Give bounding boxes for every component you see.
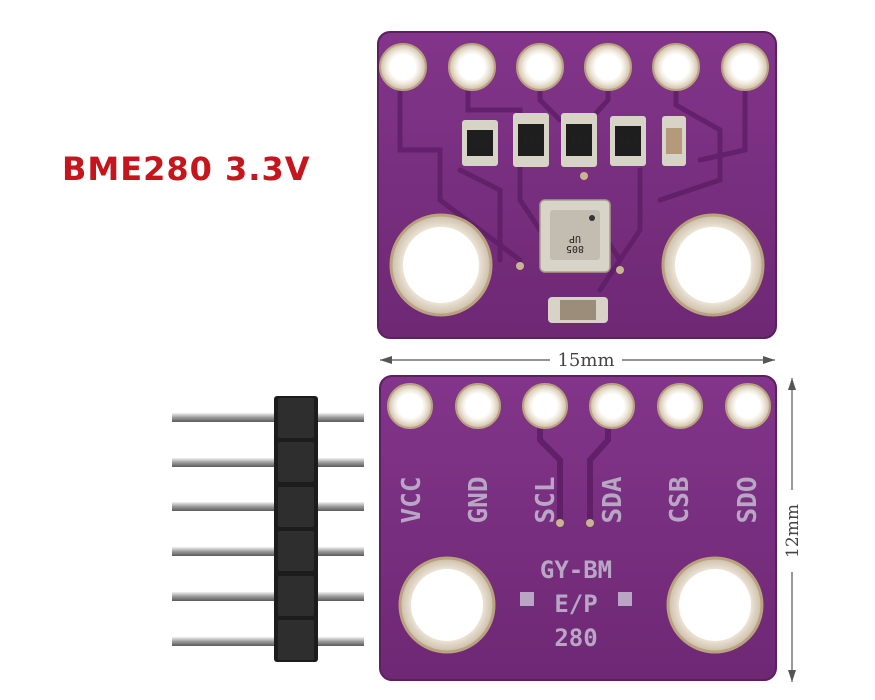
- model-silkscreen: GY-BM E/P 280: [520, 556, 632, 652]
- dimension-height: 12mm: [783, 378, 803, 682]
- pin-label-sda: SDA: [598, 476, 628, 523]
- pin-header: [172, 396, 364, 662]
- svg-text:280: 280: [554, 624, 597, 652]
- bme280-sensor-chip: UP 805: [539, 199, 611, 273]
- pin-labels: VCC GND SCL SDA CSB SDO: [397, 476, 763, 523]
- top-mounting-holes: [389, 213, 765, 317]
- bottom-header-pads: [387, 383, 771, 429]
- resistor-4: 103: [610, 116, 646, 166]
- svg-text:103: 103: [471, 137, 489, 148]
- resistor-2: 103: [513, 113, 549, 167]
- board-bottom: VCC GND SCL SDA CSB SDO GY-BM E/P 280: [379, 375, 777, 681]
- bottom-mounting-holes: [398, 556, 764, 654]
- product-label: BME280 3.3V: [62, 150, 311, 188]
- dimension-width: 15mm: [380, 350, 775, 371]
- svg-text:103: 103: [619, 137, 637, 148]
- resistor-1: 103: [462, 120, 498, 166]
- svg-text:103: 103: [570, 136, 588, 147]
- resistor-3: 103: [561, 113, 597, 167]
- svg-text:E/P: E/P: [554, 590, 597, 618]
- pin-label-scl: SCL: [531, 477, 561, 524]
- svg-text:103: 103: [522, 136, 540, 147]
- capacitor-small: [662, 116, 686, 166]
- pin-label-vcc: VCC: [397, 477, 427, 524]
- pin-label-sdo: SDO: [733, 477, 763, 524]
- svg-text:15mm: 15mm: [557, 350, 614, 371]
- board-top: 103 103 103 103: [377, 31, 777, 339]
- pin-label-csb: CSB: [665, 477, 695, 524]
- svg-text:805: 805: [566, 243, 584, 254]
- svg-text:GY-BM: GY-BM: [540, 556, 612, 584]
- capacitor-bottom: [548, 297, 608, 323]
- header-housing: [274, 396, 318, 662]
- header-pins: [172, 413, 364, 646]
- svg-text:UP: UP: [569, 233, 581, 244]
- top-header-pads: [379, 43, 769, 91]
- svg-text:12mm: 12mm: [783, 504, 803, 558]
- pin-label-gnd: GND: [464, 477, 494, 524]
